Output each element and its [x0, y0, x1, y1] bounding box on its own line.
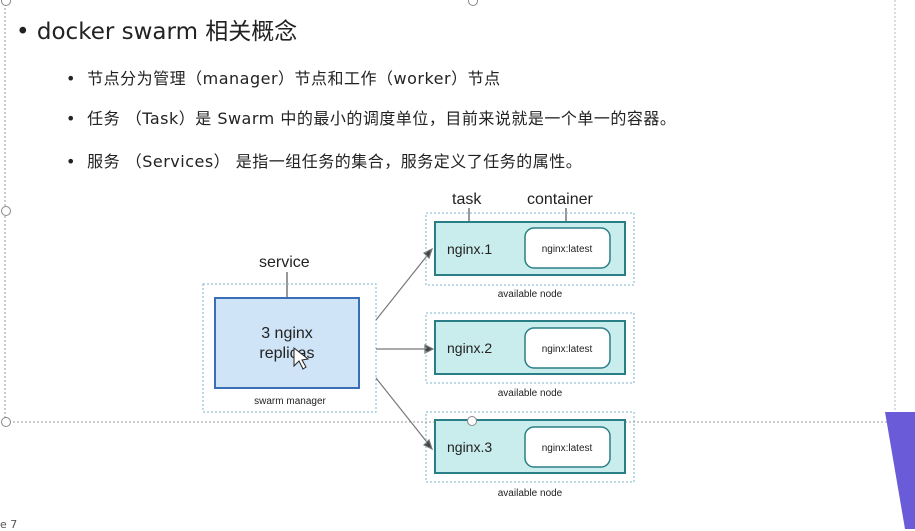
bullet-dot: • [66, 152, 88, 171]
node-2-outer [425, 312, 635, 384]
heading-text: docker swarm 相关概念 [36, 19, 298, 45]
label-service: service [259, 254, 310, 271]
node-2-container-label: nginx:latest [542, 344, 593, 355]
service-box[interactable] [214, 297, 360, 389]
node-1-container-label: nginx:latest [542, 244, 593, 255]
node-2-task: nginx.2 [447, 340, 492, 356]
service-line-1: 3 nginx [261, 325, 313, 342]
manager-label: swarm manager [254, 396, 326, 407]
bullet-text: 服务 （Services） 是指一组任务的集合，服务定义了任务的属性。 [87, 152, 583, 171]
resize-handle-bottom-left[interactable] [1, 417, 11, 427]
resize-handle-top-left[interactable] [1, 0, 11, 6]
label-container: container [527, 191, 593, 208]
arrows [375, 247, 435, 451]
bullet-item-1: • 节点分为管理（manager）节点和工作（worker）节点 [66, 65, 501, 89]
node-1-outer [425, 212, 635, 286]
node-3-container[interactable] [524, 426, 611, 468]
label-task: task [452, 191, 482, 208]
selection-handle-diagram[interactable] [467, 416, 477, 426]
resize-handle-top-middle[interactable] [468, 0, 478, 6]
node-1-task: nginx.1 [447, 241, 492, 257]
bullet-dot: • [66, 109, 88, 128]
node-3-container-label: nginx:latest [542, 443, 593, 454]
node-3-footer: available node [498, 488, 563, 499]
page-number: e 7 [0, 518, 18, 531]
bullet-item-3: • 服务 （Services） 是指一组任务的集合，服务定义了任务的属性。 [66, 148, 582, 172]
node-2-footer: available node [498, 388, 563, 399]
node-1-footer: available node [498, 289, 563, 300]
node-3-task: nginx.3 [447, 439, 492, 455]
resize-handle-left-middle[interactable] [1, 206, 11, 216]
bullet-text: 节点分为管理（manager）节点和工作（worker）节点 [87, 69, 501, 88]
bullet-text: 任务 （Task）是 Swarm 中的最小的调度单位，目前来说就是一个单一的容器… [87, 109, 677, 128]
manager-outer-box [202, 283, 377, 413]
bullet-dot: • [66, 69, 88, 88]
node-2-container[interactable] [524, 327, 611, 369]
node-3-outer [425, 411, 635, 483]
node-1-container[interactable] [524, 227, 611, 269]
bullet-item-2: • 任务 （Task）是 Swarm 中的最小的调度单位，目前来说就是一个单一的… [66, 105, 676, 129]
decorative-accent-shape [885, 412, 915, 529]
heading-bullet: • [16, 19, 37, 45]
slide-heading: • docker swarm 相关概念 [16, 12, 297, 46]
mouse-cursor-icon [293, 346, 310, 370]
